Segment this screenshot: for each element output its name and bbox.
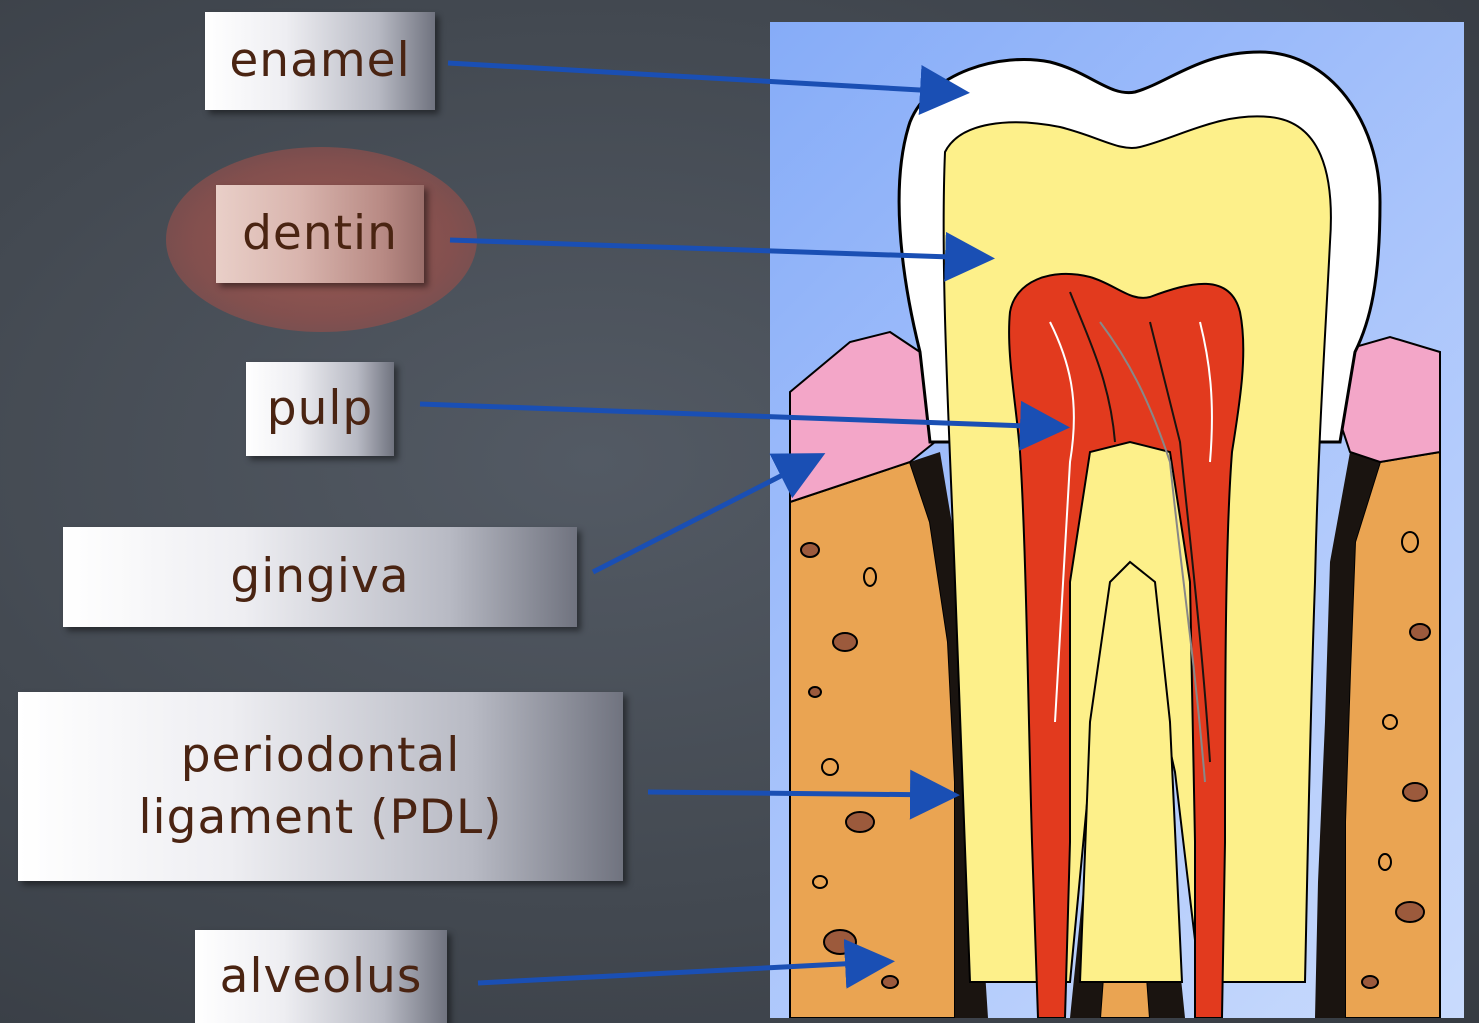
label-enamel-text: enamel xyxy=(229,30,410,91)
label-gingiva: gingiva xyxy=(63,527,577,627)
label-alveolus: alveolus xyxy=(195,930,447,1023)
label-gingiva-text: gingiva xyxy=(230,546,409,607)
label-periodontal-ligament: periodontal ligament (PDL) xyxy=(18,692,623,881)
label-pdl-line2: ligament (PDL) xyxy=(139,787,503,848)
alveolar-bone-right xyxy=(1345,452,1440,1018)
label-pulp-text: pulp xyxy=(267,378,374,439)
tooth-illustration xyxy=(770,22,1464,1018)
label-dentin-text: dentin xyxy=(242,203,398,264)
label-enamel: enamel xyxy=(205,12,435,110)
label-alveolus-text: alveolus xyxy=(220,946,423,1007)
label-dentin: dentin xyxy=(216,185,424,283)
label-pdl-line1: periodontal xyxy=(181,725,461,786)
tooth-diagram xyxy=(770,22,1464,1018)
label-pulp: pulp xyxy=(246,362,394,456)
